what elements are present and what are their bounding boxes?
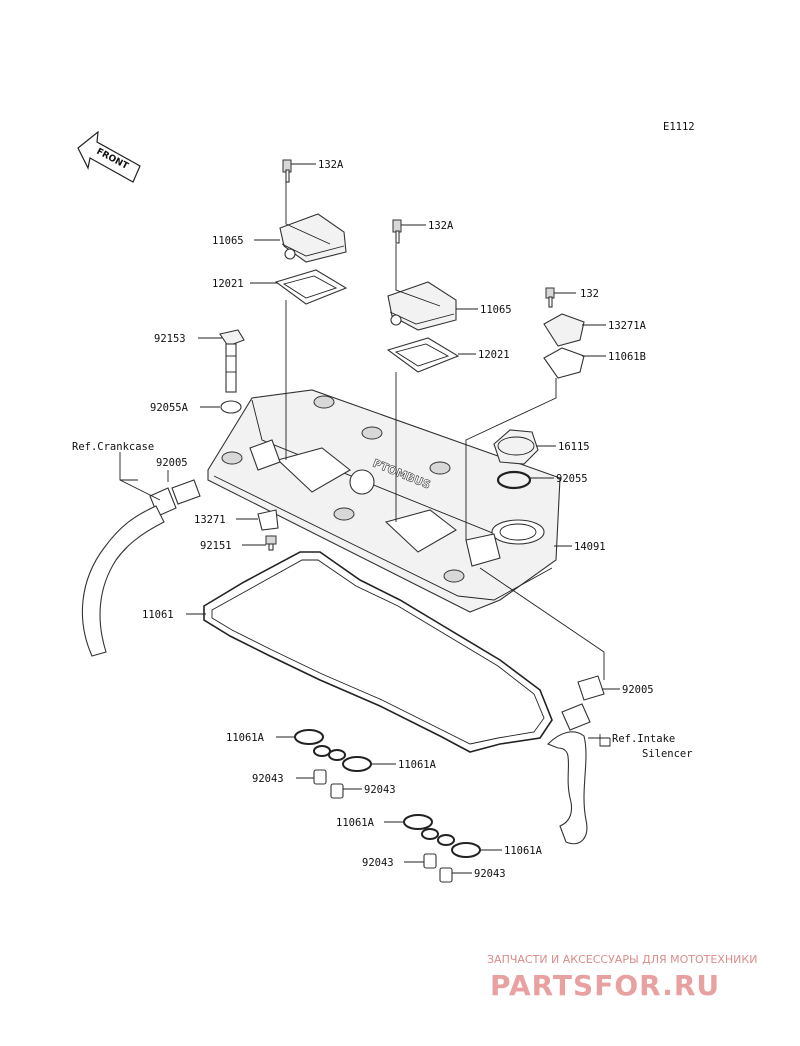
callout-16115: 16115 — [558, 441, 590, 453]
head-cover-gasket — [203, 551, 553, 753]
callout-92043: 92043 — [474, 868, 506, 880]
callout-11065: 11065 — [480, 304, 512, 316]
washer — [220, 400, 242, 414]
plug-seal-set-2 — [403, 814, 481, 883]
callout-132A: 132A — [318, 159, 344, 171]
reed-valve-cover-left — [279, 159, 347, 263]
callout-11061A: 11061A — [398, 759, 437, 771]
callout-11061A: 11061A — [504, 845, 543, 857]
callout-11065: 11065 — [212, 235, 244, 247]
watermark-brand: PARTSFOR.RU — [490, 969, 720, 1002]
breather-bolt — [219, 329, 245, 393]
reed-valve-plate-right — [386, 337, 460, 373]
ref-crankcase: Ref.Crankcase — [72, 441, 154, 453]
callout-92005: 92005 — [156, 457, 188, 469]
callout-132A: 132A — [428, 220, 454, 232]
watermark-tagline: ЗАПЧАСТИ И АКСЕССУАРЫ ДЛЯ МОТОТЕХНИКИ — [487, 953, 757, 966]
callout-92043: 92043 — [364, 784, 396, 796]
callout-12021: 12021 — [478, 349, 510, 361]
callout-11061: 11061 — [142, 609, 174, 621]
right-hose-assembly — [547, 675, 605, 845]
callout-11061A: 11061A — [226, 732, 265, 744]
cylinder-head-cover: PTOMBUS — [207, 389, 561, 613]
callout-13271A: 13271A — [608, 320, 647, 332]
front-arrow-icon: FRONT — [77, 130, 141, 183]
leader-lines — [119, 163, 620, 874]
callout-12021: 12021 — [212, 278, 244, 290]
callout-14091: 14091 — [574, 541, 606, 553]
small-cover-right — [543, 287, 585, 379]
o-ring — [496, 470, 532, 490]
reed-valve-cover-right — [387, 219, 457, 331]
callout-92055: 92055 — [556, 473, 588, 485]
callout-92151: 92151 — [200, 540, 232, 552]
bracket-bolt — [265, 535, 277, 551]
left-hose-assembly — [81, 479, 201, 657]
callout-92043: 92043 — [252, 773, 284, 785]
callout-13271: 13271 — [194, 514, 226, 526]
plug-seal-set-1 — [294, 729, 372, 799]
callout-11061A: 11061A — [336, 817, 375, 829]
ref-intake-line1: Ref.Intake — [612, 733, 675, 745]
callout-92005: 92005 — [622, 684, 654, 696]
callout-92055A: 92055A — [150, 402, 189, 414]
reed-valve-plate-left — [274, 269, 348, 305]
ref-intake-line2: Silencer — [642, 748, 693, 760]
oil-filler-cap — [493, 429, 539, 465]
callout-92153: 92153 — [154, 333, 186, 345]
callout-132: 132 — [580, 288, 599, 300]
callout-92043: 92043 — [362, 857, 394, 869]
callout-11061B: 11061B — [608, 351, 646, 363]
diagram-code: E1112 — [663, 121, 695, 133]
bracket — [257, 509, 279, 531]
